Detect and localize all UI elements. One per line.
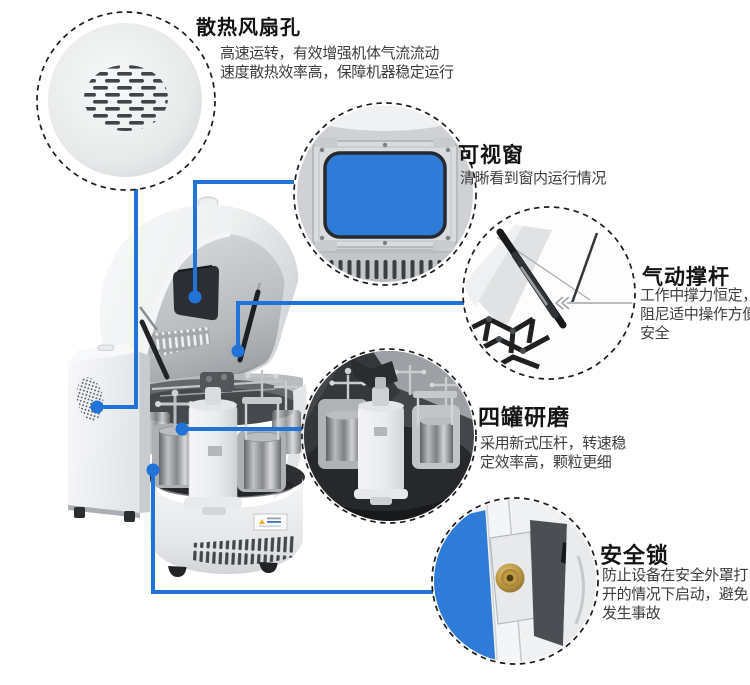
callout-desc-fan: 高速运转，有效增强机体气流流动 速度散热效率高，保障机器稳定运行 [220, 44, 454, 81]
callout-title-window: 可视窗 [458, 143, 524, 167]
jars-callout-dashed-ring [301, 348, 477, 524]
lock-callout-dashed-ring [431, 497, 599, 665]
callout-desc-lock: 防止设备在安全外罩打 开的情况下启动，避免 发生事故 [602, 566, 749, 622]
callout-title-strut: 气动撑杆 [642, 265, 730, 289]
jar-clamp-frames [465, 316, 551, 376]
callout-anchor-dots [90, 290, 245, 477]
safety-lock-photo [431, 497, 599, 665]
callout-desc-window: 清晰看到窗内运行情况 [460, 169, 607, 187]
machine-base-vents [193, 536, 296, 565]
machine-center-column [184, 387, 242, 515]
lock-dark-panel [530, 520, 567, 646]
callout-connectors [99, 180, 464, 594]
window-glass [323, 151, 447, 239]
callout-title-lock: 安全锁 [600, 544, 670, 569]
viewing-window-photo [293, 102, 477, 286]
callout-desc-strut: 工作中撑力恒定， 阻尼适中操作方便 安全 [640, 286, 750, 342]
callout-title-jars: 四罐研磨 [478, 406, 571, 431]
callout-desc-jars: 采用新式压杆，转速稳 定效率高，颗粒更细 [480, 434, 627, 471]
fan-callout-dashed-ring [36, 11, 216, 191]
fan-vent-photo [36, 11, 216, 191]
window-callout-dashed-ring [293, 102, 477, 286]
callout-title-fan: 散热风扇孔 [196, 15, 301, 39]
grinding-jars-photo [301, 348, 477, 524]
strut-callout-dashed-ring [462, 206, 636, 380]
gas-strut-photo [462, 206, 636, 380]
fan-vent-slots [84, 65, 168, 131]
machine-base-label [253, 513, 288, 531]
lid-vent-slots [311, 253, 459, 279]
center-column [354, 377, 408, 505]
